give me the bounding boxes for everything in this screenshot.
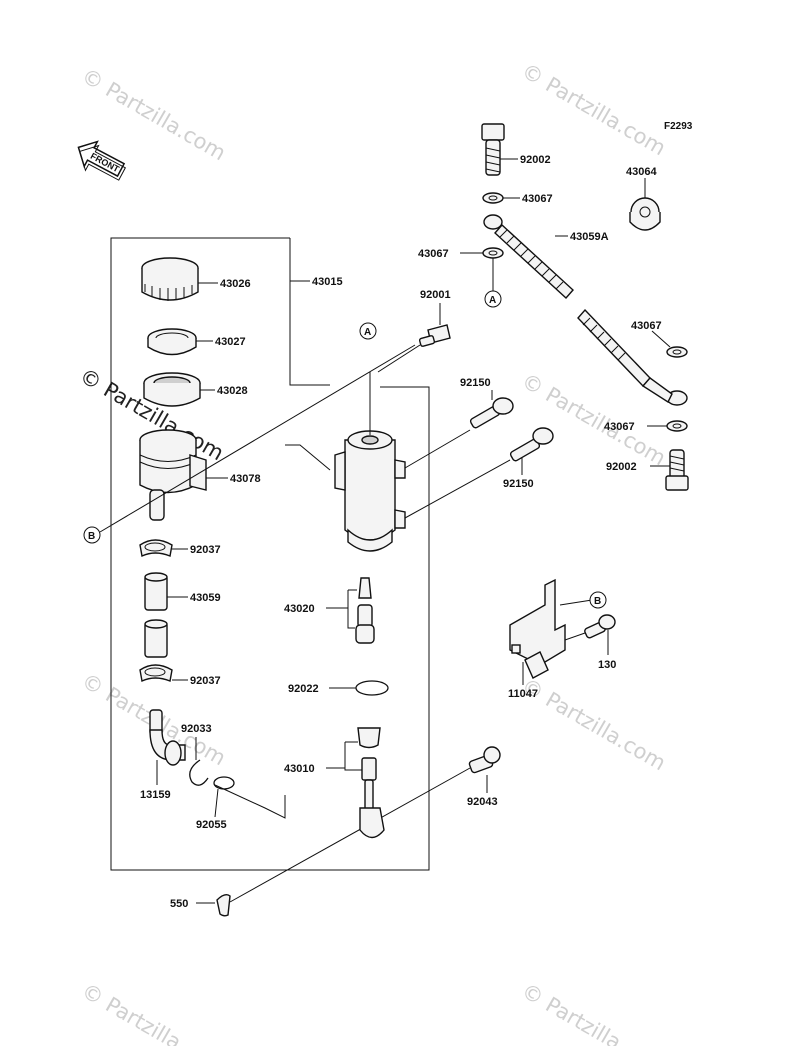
master-cylinder-body: [334, 372, 406, 552]
watermark-top-left: © Partzilla.com: [78, 64, 230, 166]
washer-43067-b: [482, 247, 504, 259]
bolt-130: [584, 614, 616, 639]
washer-43067-c: [666, 346, 688, 358]
callout-A-right-label: A: [489, 295, 496, 306]
diaphragm-43028: [143, 372, 201, 407]
part-label-92037-lower: 92037: [190, 675, 221, 687]
part-label-43067-d: 43067: [604, 421, 635, 433]
callout-A-top-label: A: [364, 327, 371, 338]
guide-bracket: [285, 444, 331, 471]
hose-clamp-92037-upper: [139, 539, 173, 558]
cotter-pin-550: [216, 893, 231, 917]
clevis-pin-92043: [468, 746, 501, 774]
bracket-11047: [509, 578, 566, 679]
piston-assembly-43020: [355, 577, 375, 644]
callout-A-top: A: [359, 322, 377, 340]
part-label-43026: 43026: [220, 278, 251, 290]
banjo-bolt-92002-top: [481, 123, 505, 176]
reservoir-hose-43059: [144, 572, 168, 658]
part-label-130: 130: [598, 659, 616, 671]
callout-B-left-label: B: [88, 531, 95, 542]
part-label-43067-b: 43067: [418, 248, 449, 260]
part-label-92037-upper: 92037: [190, 544, 221, 556]
part-labels: 43015 43026 43027 43028 43078 92037 4305…: [140, 154, 662, 910]
watermark-low-right: © Partzilla.com: [518, 674, 670, 776]
part-label-92002-bottom: 92002: [606, 461, 637, 473]
part-label-11047: 11047: [508, 688, 538, 700]
reservoir-43078: [139, 429, 207, 521]
part-label-550: 550: [170, 898, 188, 910]
circlip-92022: [355, 680, 389, 696]
watermark-bottom-right: © Partzilla.com: [518, 979, 670, 1046]
bolt-92001: [418, 324, 451, 347]
brake-hose-43059A: [483, 214, 688, 406]
o-ring-92055: [213, 776, 235, 790]
leader-550-to-92043: [229, 767, 471, 903]
leader-B-to-A: [99, 344, 416, 533]
part-label-13159: 13159: [140, 789, 171, 801]
part-label-43059: 43059: [190, 592, 221, 604]
washer-43067-d: [666, 420, 688, 432]
part-label-43078: 43078: [230, 473, 261, 485]
circlip-92033: [189, 759, 209, 786]
part-label-43027: 43027: [215, 336, 246, 348]
assembly-frame-43015: [110, 237, 430, 871]
callout-B-left: B: [83, 526, 101, 544]
banjo-bolt-92002-bottom: [665, 449, 689, 491]
part-label-92033: 92033: [181, 723, 212, 735]
part-label-92022: 92022: [288, 683, 319, 695]
callout-A-right: A: [484, 290, 502, 308]
watermark-top-right: © Partzilla.com: [518, 59, 670, 161]
watermark-bottom-left: © Partzilla.com: [78, 979, 230, 1046]
reservoir-cap-43026: [141, 257, 199, 301]
bolt-92150-lower: [509, 427, 554, 462]
grommet-43064: [629, 197, 661, 231]
part-label-43010: 43010: [284, 763, 315, 775]
part-label-92150-lower: 92150: [503, 478, 534, 490]
part-label-92150-upper: 92150: [460, 377, 491, 389]
diaphragm-plate-43027: [147, 328, 197, 356]
figure-code: F2293: [664, 121, 693, 132]
elbow-fitting-13159: [149, 709, 186, 766]
callout-B-right: B: [589, 591, 607, 609]
front-arrow: FRONT: [77, 140, 127, 181]
push-rod-43010: [357, 727, 385, 839]
part-label-43028: 43028: [217, 385, 248, 397]
guide-bracket-lower: [214, 784, 286, 819]
callout-B-right-label: B: [594, 596, 601, 607]
washer-43067-a: [482, 192, 504, 204]
bolt-92150-upper: [469, 397, 514, 429]
hose-clamp-92037-lower: [139, 664, 173, 683]
part-label-92043: 92043: [467, 796, 498, 808]
part-label-92002-top: 92002: [520, 154, 551, 166]
part-label-43067-c: 43067: [631, 320, 662, 332]
part-label-43015: 43015: [312, 276, 343, 288]
part-label-43067-a: 43067: [522, 193, 553, 205]
part-label-92001: 92001: [420, 289, 451, 301]
part-label-43020: 43020: [284, 603, 315, 615]
part-label-43064: 43064: [626, 166, 657, 178]
part-label-43059A: 43059A: [570, 231, 609, 243]
part-label-92055: 92055: [196, 819, 227, 831]
